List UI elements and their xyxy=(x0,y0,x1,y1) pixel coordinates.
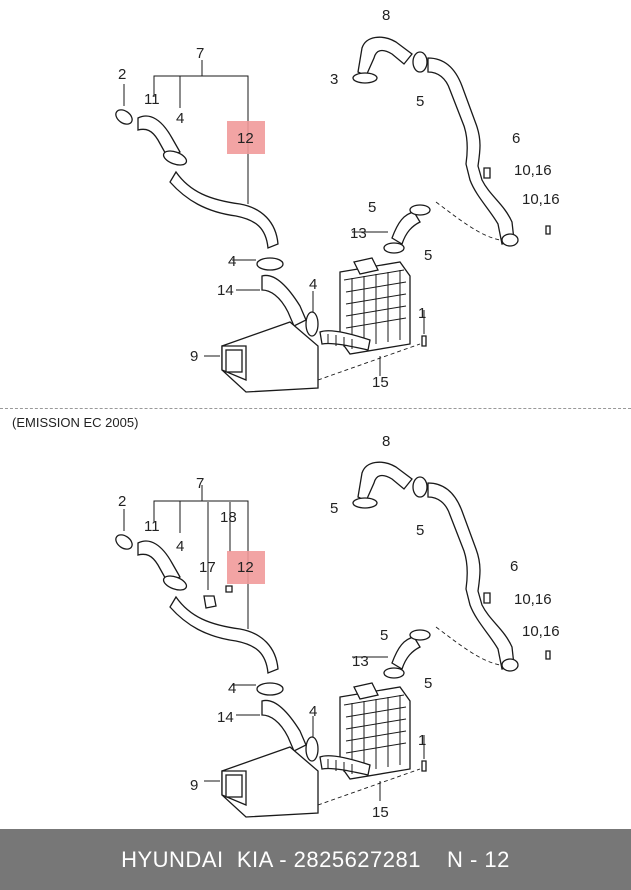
label-5: 5 xyxy=(424,247,432,264)
highlight-part-12-lower xyxy=(227,551,265,584)
label-6: 6 xyxy=(510,558,518,575)
label-13: 13 xyxy=(352,653,369,670)
section-caption: (EMISSION EC 2005) xyxy=(12,415,139,430)
lower-assembly: 8 2 7 5 5 11 4 18 17 12 6 10,16 10,16 5 … xyxy=(112,433,560,821)
label-10-16-a: 10,16 xyxy=(514,591,552,608)
label-10-16-b: 10,16 xyxy=(522,623,560,640)
label-4: 4 xyxy=(228,680,236,697)
label-5: 5 xyxy=(330,500,338,517)
highlight-part-12-upper xyxy=(227,121,265,154)
section-divider xyxy=(0,408,631,409)
label-13: 13 xyxy=(350,225,367,242)
label-4: 4 xyxy=(176,110,184,127)
label-7: 7 xyxy=(196,475,204,492)
label-6: 6 xyxy=(512,130,520,147)
label-5: 5 xyxy=(424,675,432,692)
label-9: 9 xyxy=(190,777,198,794)
footer-bar: HYUNDAI KIA - 2825627281 N - 12 xyxy=(0,829,631,890)
label-18: 18 xyxy=(220,509,237,526)
label-4: 4 xyxy=(176,538,184,555)
label-11: 11 xyxy=(144,518,160,535)
label-2: 2 xyxy=(118,493,126,510)
label-4: 4 xyxy=(228,253,236,270)
label-7: 7 xyxy=(196,45,204,62)
label-10-16-b: 10,16 xyxy=(522,191,560,208)
label-1: 1 xyxy=(418,305,426,322)
label-10-16-a: 10,16 xyxy=(514,162,552,179)
label-5: 5 xyxy=(416,522,424,539)
label-2: 2 xyxy=(118,66,126,83)
label-5: 5 xyxy=(380,627,388,644)
label-11: 11 xyxy=(144,91,160,108)
upper-assembly: 8 2 7 3 5 11 4 12 6 10,16 10,16 5 13 5 4… xyxy=(112,7,560,393)
label-12: 12 xyxy=(237,559,254,576)
footer-page-code: N - 12 xyxy=(446,846,510,872)
label-4: 4 xyxy=(309,703,317,720)
label-15: 15 xyxy=(372,804,389,821)
label-14: 14 xyxy=(217,282,234,299)
label-8: 8 xyxy=(382,433,390,450)
label-12: 12 xyxy=(237,130,254,147)
label-4: 4 xyxy=(309,276,317,293)
label-1: 1 xyxy=(418,732,426,749)
label-8: 8 xyxy=(382,7,390,24)
label-14: 14 xyxy=(217,709,234,726)
label-3: 3 xyxy=(330,71,338,88)
label-5: 5 xyxy=(368,199,376,216)
label-9: 9 xyxy=(190,348,198,365)
footer-part-number: HYUNDAI KIA - 2825627281 xyxy=(121,846,421,872)
label-15: 15 xyxy=(372,374,389,391)
label-17: 17 xyxy=(199,559,216,576)
label-5: 5 xyxy=(416,93,424,110)
